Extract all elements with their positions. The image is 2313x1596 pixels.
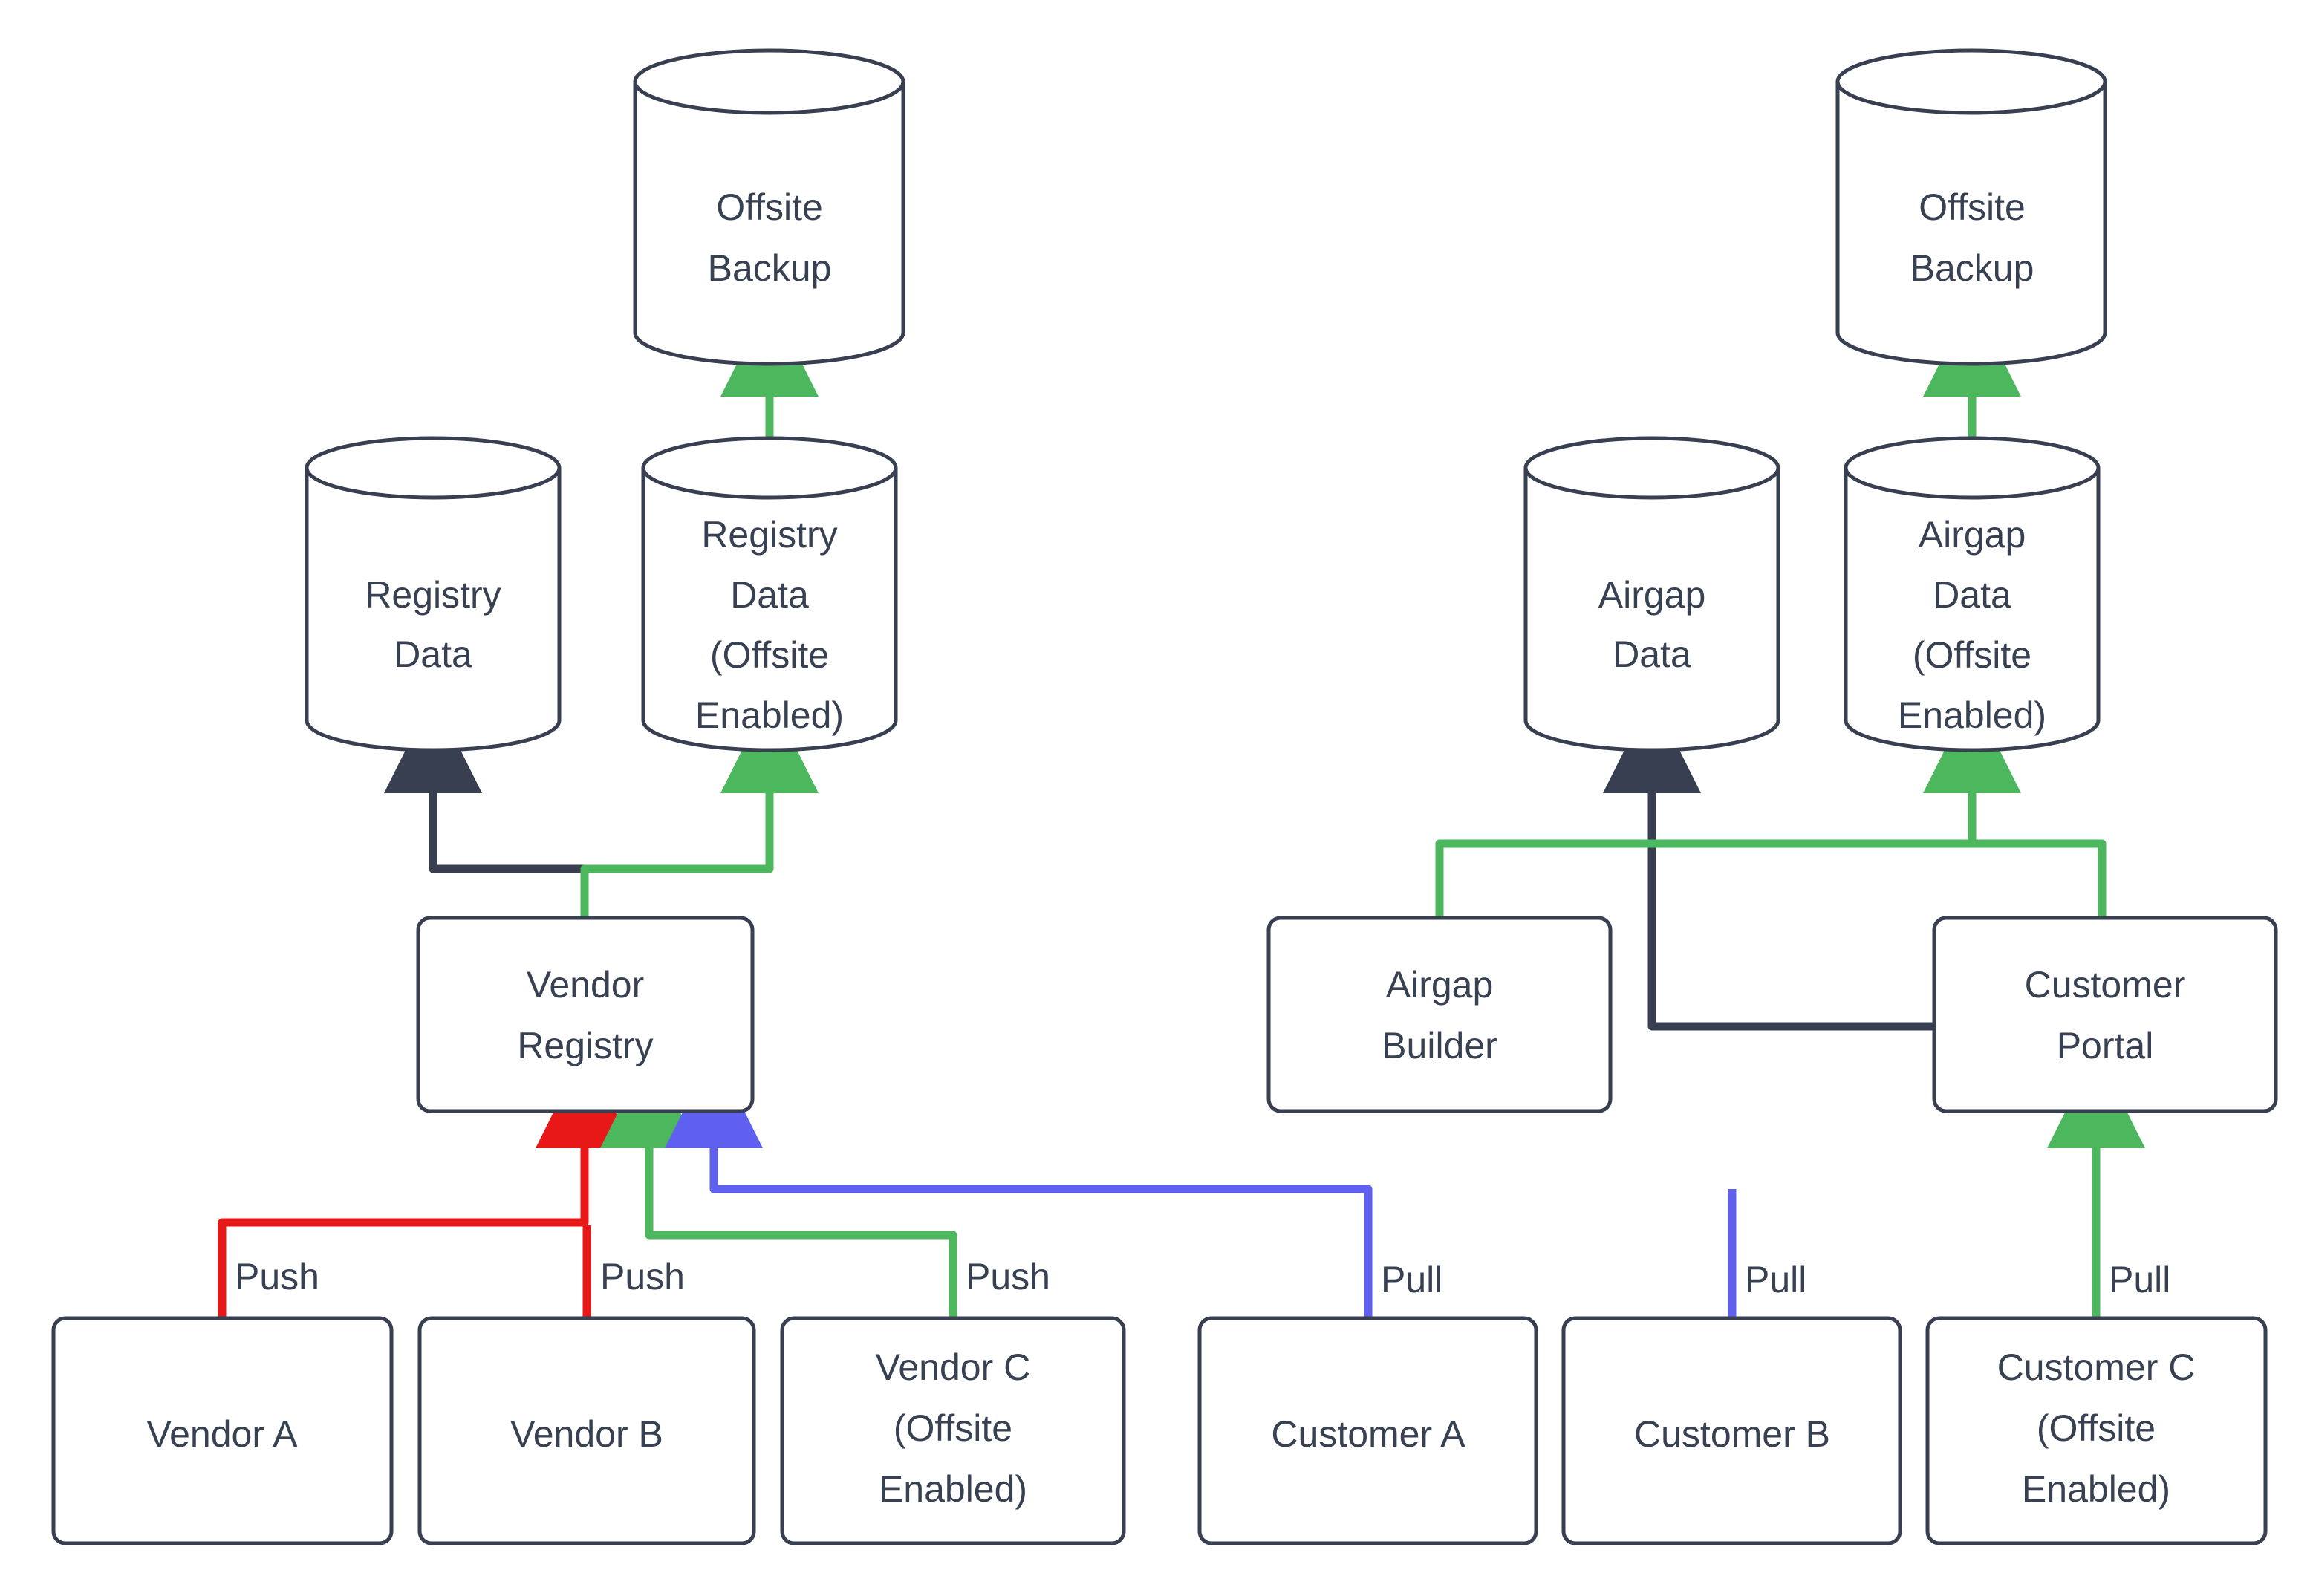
edge-label-push-3: Push: [966, 1256, 1050, 1297]
node-label: Portal: [2057, 1025, 2154, 1066]
node-label: Enabled): [879, 1468, 1027, 1510]
edge-airgap-builder-to-airgap-data-offsite: [1435, 695, 2021, 918]
node-label: Enabled): [1898, 694, 2046, 736]
edge-customer-a-to-vendor-registry: [665, 1050, 1373, 1318]
node-label: Enabled): [695, 694, 844, 736]
node-label: (Offsite: [1913, 634, 2031, 676]
node-label: Builder: [1382, 1025, 1497, 1066]
node-label: Customer B: [1634, 1413, 1830, 1455]
node-label: Data: [1933, 574, 2011, 616]
node-label: (Offsite: [710, 634, 829, 676]
node-label: Vendor B: [510, 1413, 663, 1455]
node-label: Airgap: [1386, 964, 1494, 1006]
node-label: Backup: [1910, 247, 2034, 289]
node-offsite-backup-left[interactable]: Offsite Backup: [633, 48, 905, 366]
node-airgap-data-offsite[interactable]: Airgap Data (Offsite Enabled): [1844, 436, 2101, 752]
node-vendor-c[interactable]: Vendor C (Offsite Enabled): [780, 1316, 1126, 1545]
edge-vendor-c-to-vendor-registry: [600, 1050, 957, 1318]
node-label: Customer A: [1271, 1413, 1465, 1455]
node-registry-data[interactable]: Registry Data: [305, 436, 562, 752]
node-label: Registry: [365, 574, 501, 616]
node-offsite-backup-right[interactable]: Offsite Backup: [1835, 48, 2107, 366]
node-label: Data: [394, 633, 472, 675]
node-label: Backup: [708, 247, 832, 289]
node-customer-portal[interactable]: Customer Portal: [1932, 916, 2278, 1113]
node-label: Data: [1613, 633, 1691, 675]
node-airgap-data[interactable]: Airgap Data: [1523, 436, 1780, 752]
node-label: Vendor C: [876, 1346, 1030, 1388]
node-customer-b[interactable]: Customer B: [1561, 1316, 1902, 1545]
node-label: Customer C: [1997, 1346, 2196, 1388]
node-vendor-b[interactable]: Vendor B: [417, 1316, 756, 1545]
edge-label-pull-3: Pull: [2109, 1259, 2170, 1300]
node-label: Data: [730, 574, 809, 616]
node-vendor-registry[interactable]: Vendor Registry: [416, 916, 755, 1113]
node-customer-c[interactable]: Customer C (Offsite Enabled): [1925, 1316, 2268, 1545]
node-label: Offsite: [1919, 186, 2026, 228]
edge-customer-portal-to-airgap-data-offsite: [1972, 839, 2107, 918]
edge-customer-portal-to-airgap-data: [1603, 695, 1934, 1031]
edge-label-push-1: Push: [235, 1256, 319, 1297]
node-label: Customer: [2025, 964, 2186, 1006]
node-label: Offsite: [716, 186, 823, 228]
node-label: Airgap: [1598, 574, 1706, 616]
edge-label-pull-2: Pull: [1745, 1259, 1806, 1300]
edge-vendor-a-to-vendor-registry: [218, 1050, 634, 1318]
node-label: (Offsite: [2037, 1407, 2156, 1449]
node-label: (Offsite: [894, 1407, 1012, 1449]
node-registry-data-offsite[interactable]: Registry Data (Offsite Enabled): [641, 436, 898, 752]
node-label: Airgap: [1919, 514, 2026, 556]
node-label: Enabled): [2022, 1468, 2170, 1510]
edge-label-push-2: Push: [600, 1256, 685, 1297]
node-label: Vendor A: [147, 1413, 299, 1455]
node-label: Vendor: [527, 964, 644, 1006]
edge-vendor-registry-to-registry-data-offsite: [580, 695, 819, 918]
edge-vendor-registry-to-registry-data: [384, 695, 585, 873]
node-customer-a[interactable]: Customer A: [1197, 1316, 1538, 1545]
node-vendor-a[interactable]: Vendor A: [51, 1316, 394, 1545]
node-label: Registry: [701, 514, 837, 556]
node-airgap-builder[interactable]: Airgap Builder: [1266, 916, 1613, 1113]
node-label: Registry: [517, 1025, 653, 1066]
edge-label-pull-1: Pull: [1381, 1259, 1442, 1300]
